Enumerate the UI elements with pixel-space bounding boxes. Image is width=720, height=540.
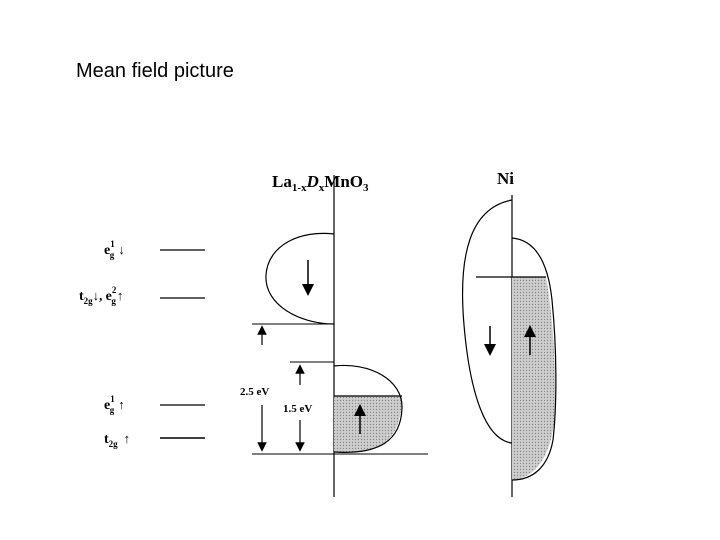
svg-text:t2g↑: t2g↑ (104, 431, 130, 449)
compound-label: La1-xDxMnO3 (272, 172, 369, 194)
lower-dos-lobe (333, 364, 403, 453)
gap-small-label: 1.5 eV (283, 403, 312, 415)
svg-text:t2g↓, e2g↑: t2g↓, e2g↑ (79, 285, 123, 306)
svg-text:e1g↓: e1g↓ (104, 239, 125, 260)
level-t2g-up: t2g↑ (104, 431, 205, 449)
ni-spin-down-lobe (461, 199, 513, 444)
svg-text:e1g↑: e1g↑ (104, 394, 125, 415)
metal-label: Ni (497, 169, 514, 188)
ni-spin-up-fill (512, 277, 556, 480)
lower-dos-fill (334, 396, 402, 454)
slide-title: Mean field picture (76, 60, 234, 82)
gap-large-label: 2.5 eV (240, 386, 269, 398)
upper-dos-lobe (265, 232, 335, 325)
ni-spin-up-lobe (511, 237, 557, 481)
